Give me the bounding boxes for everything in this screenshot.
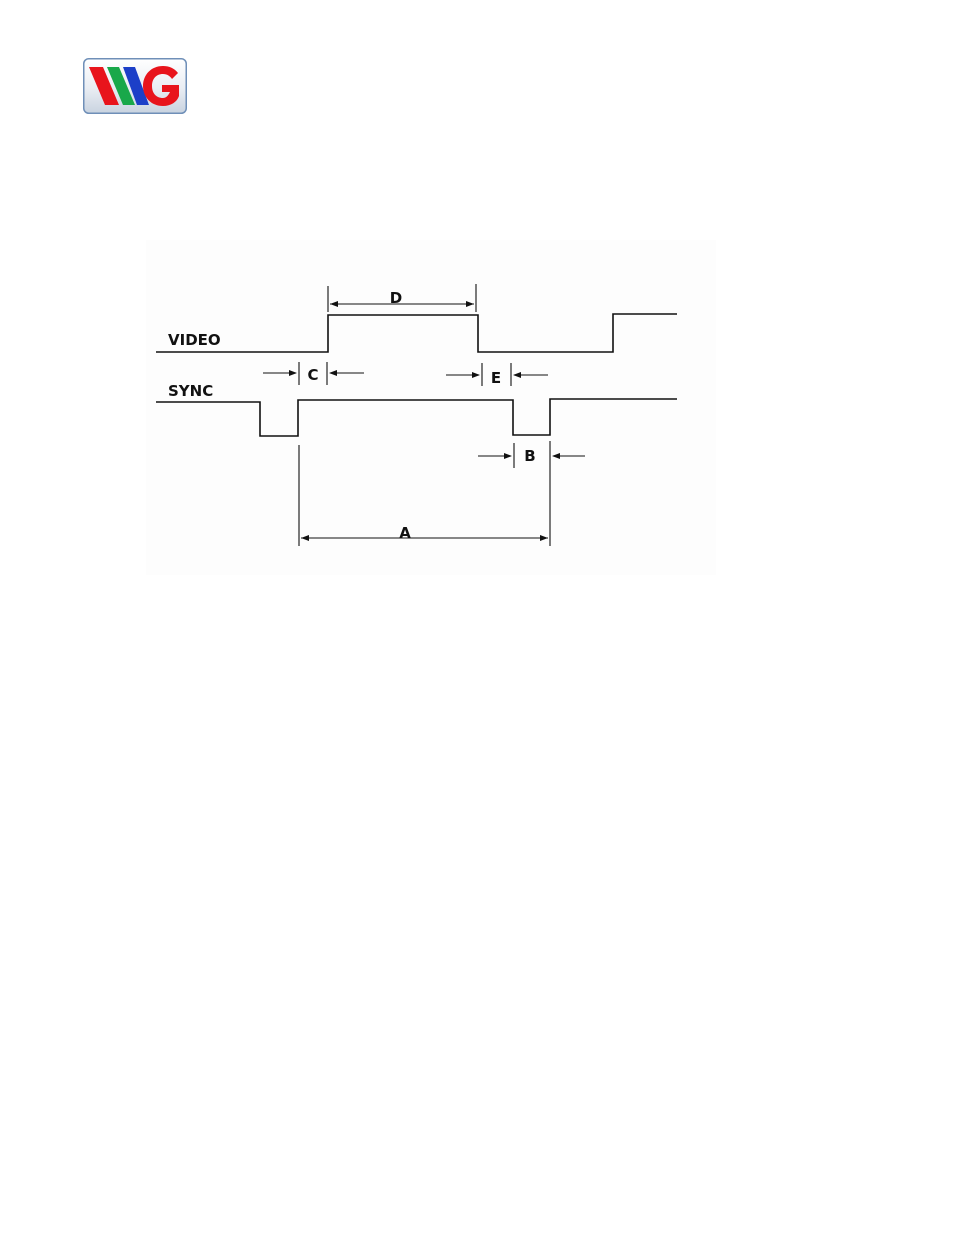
interval-b-label: B bbox=[524, 447, 535, 465]
interval-e-arrow-right bbox=[513, 372, 521, 378]
interval-d-arrow-right bbox=[466, 301, 474, 307]
interval-a-arrow-left bbox=[301, 535, 309, 541]
interval-b-arrow-right bbox=[552, 453, 560, 459]
interval-d-arrow-left bbox=[330, 301, 338, 307]
video-label: VIDEO bbox=[168, 331, 221, 349]
interval-e-arrow-left bbox=[472, 372, 480, 378]
interval-c-label: C bbox=[307, 366, 318, 384]
interval-e: E bbox=[446, 363, 548, 387]
interval-b-arrow-left bbox=[504, 453, 512, 459]
interval-a-label: A bbox=[399, 524, 411, 542]
interval-c-arrow-left bbox=[289, 370, 297, 376]
interval-a: A bbox=[299, 441, 550, 546]
video-waveform bbox=[156, 314, 677, 352]
interval-d-label: D bbox=[390, 289, 402, 307]
interval-d: D bbox=[328, 284, 476, 312]
sync-label: SYNC bbox=[168, 382, 213, 400]
interval-e-label: E bbox=[491, 369, 501, 387]
interval-b: B bbox=[478, 443, 585, 468]
interval-c-arrow-right bbox=[329, 370, 337, 376]
sync-waveform bbox=[156, 399, 677, 436]
interval-c: C bbox=[263, 362, 364, 385]
interval-a-arrow-right bbox=[540, 535, 548, 541]
